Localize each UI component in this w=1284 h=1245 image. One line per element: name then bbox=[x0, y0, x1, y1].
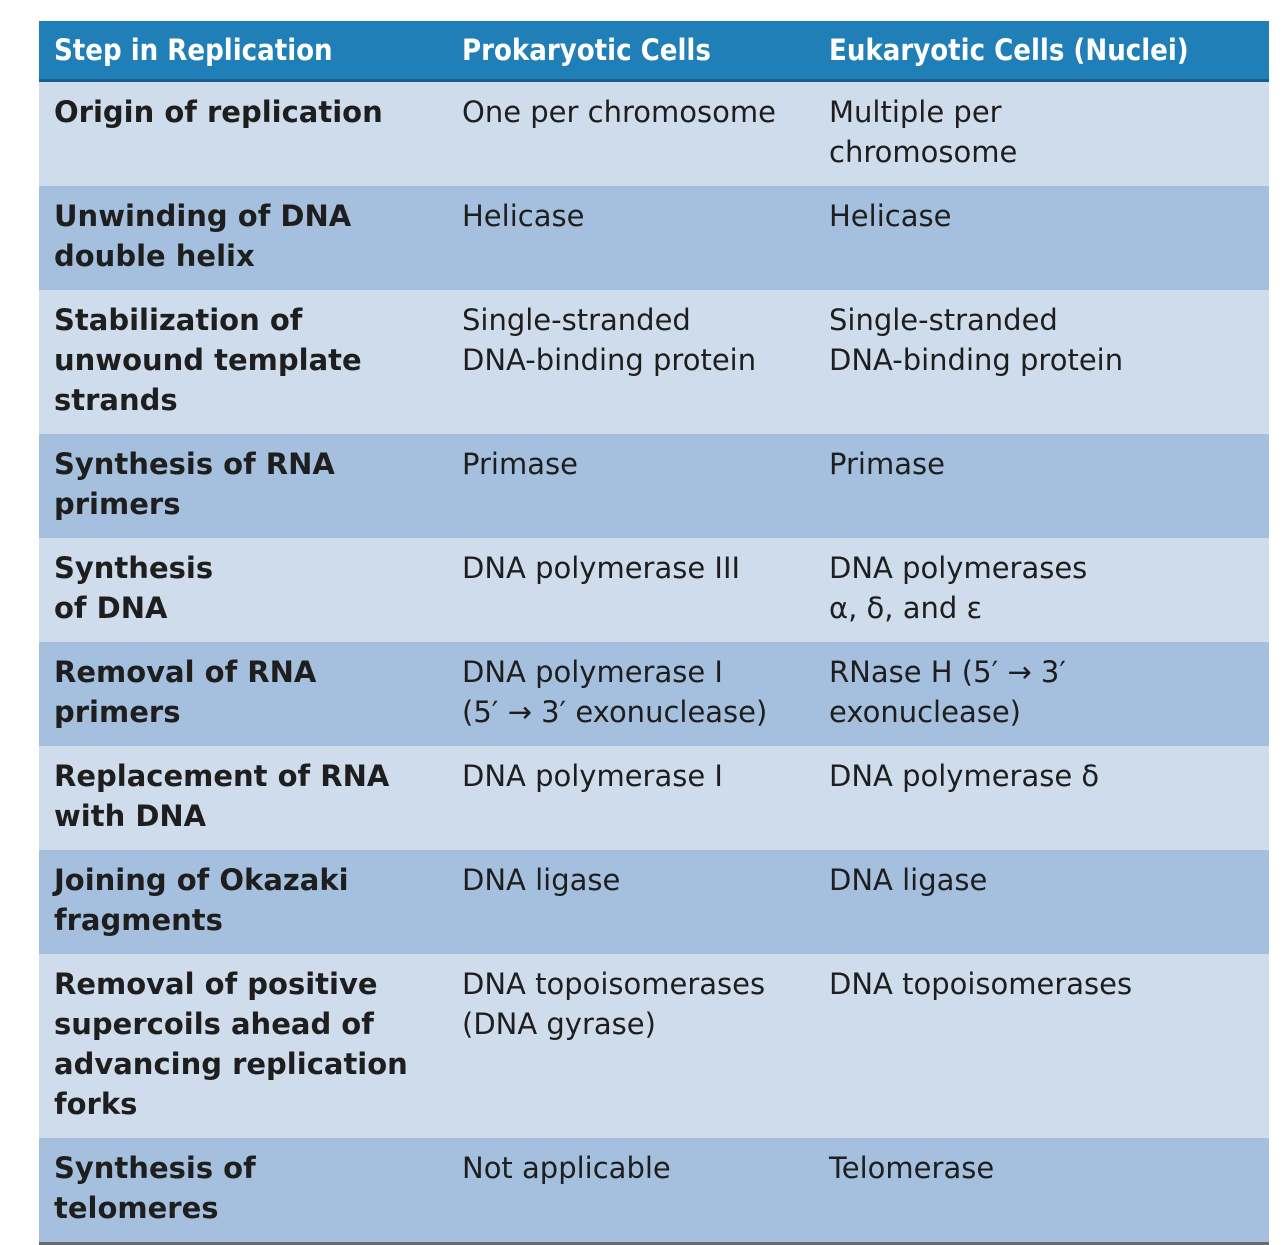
table-row: Stabilization of unwound template strand… bbox=[39, 290, 1269, 434]
table-row: Removal of positive supercoils ahead of … bbox=[39, 954, 1269, 1138]
step-cell: Synthesis of telomeres bbox=[39, 1138, 447, 1245]
step-cell: Synthesis of DNA bbox=[39, 538, 447, 642]
table-body: Origin of replication One per chromosome… bbox=[39, 80, 1269, 1245]
eukaryotic-cell: RNase H (5′ → 3′ exonuclease) bbox=[814, 642, 1269, 746]
eukaryotic-cell: DNA polymerase δ bbox=[814, 746, 1269, 850]
step-cell: Removal of positive supercoils ahead of … bbox=[39, 954, 447, 1138]
prokaryotic-cell: One per chromosome bbox=[447, 80, 814, 186]
prokaryotic-cell: Single-stranded DNA-binding protein bbox=[447, 290, 814, 434]
step-cell: Stabilization of unwound template strand… bbox=[39, 290, 447, 434]
eukaryotic-cell: DNA topoisomerases bbox=[814, 954, 1269, 1138]
prokaryotic-cell: DNA polymerase I (5′ → 3′ exonuclease) bbox=[447, 642, 814, 746]
header-prokaryotic: Prokaryotic Cells bbox=[447, 21, 814, 82]
table: Step in Replication Prokaryotic Cells Eu… bbox=[39, 21, 1269, 1245]
eukaryotic-cell: DNA polymerases α, δ, and ε bbox=[814, 538, 1269, 642]
prokaryotic-cell: Not applicable bbox=[447, 1138, 814, 1245]
table-row: Unwinding of DNA double helix Helicase H… bbox=[39, 186, 1269, 290]
header-step: Step in Replication bbox=[39, 21, 447, 82]
prokaryotic-cell: DNA topoisomerases (DNA gyrase) bbox=[447, 954, 814, 1138]
step-cell: Unwinding of DNA double helix bbox=[39, 186, 447, 290]
table-row: Joining of Okazaki fragments DNA ligase … bbox=[39, 850, 1269, 954]
eukaryotic-cell: Telomerase bbox=[814, 1138, 1269, 1245]
eukaryotic-cell: Multiple per chromosome bbox=[814, 80, 1269, 186]
step-cell: Joining of Okazaki fragments bbox=[39, 850, 447, 954]
header-row: Step in Replication Prokaryotic Cells Eu… bbox=[39, 21, 1269, 82]
eukaryotic-cell: DNA ligase bbox=[814, 850, 1269, 954]
table-row: Synthesis of RNA primers Primase Primase bbox=[39, 434, 1269, 538]
prokaryotic-cell: DNA ligase bbox=[447, 850, 814, 954]
table-row: Origin of replication One per chromosome… bbox=[39, 80, 1269, 186]
table-row: Synthesis of DNA DNA polymerase III DNA … bbox=[39, 538, 1269, 642]
table-row: Replacement of RNA with DNA DNA polymera… bbox=[39, 746, 1269, 850]
prokaryotic-cell: DNA polymerase III bbox=[447, 538, 814, 642]
prokaryotic-cell: Primase bbox=[447, 434, 814, 538]
eukaryotic-cell: Helicase bbox=[814, 186, 1269, 290]
eukaryotic-cell: Single-stranded DNA-binding protein bbox=[814, 290, 1269, 434]
step-cell: Origin of replication bbox=[39, 80, 447, 186]
table-row: Removal of RNA primers DNA polymerase I … bbox=[39, 642, 1269, 746]
step-cell: Replacement of RNA with DNA bbox=[39, 746, 447, 850]
table-header: Step in Replication Prokaryotic Cells Eu… bbox=[39, 21, 1269, 82]
step-cell: Removal of RNA primers bbox=[39, 642, 447, 746]
prokaryotic-cell: DNA polymerase I bbox=[447, 746, 814, 850]
table-row: Synthesis of telomeres Not applicable Te… bbox=[39, 1138, 1269, 1245]
replication-comparison-table: Step in Replication Prokaryotic Cells Eu… bbox=[39, 21, 1269, 1245]
eukaryotic-cell: Primase bbox=[814, 434, 1269, 538]
prokaryotic-cell: Helicase bbox=[447, 186, 814, 290]
header-eukaryotic: Eukaryotic Cells (Nuclei) bbox=[814, 21, 1269, 82]
step-cell: Synthesis of RNA primers bbox=[39, 434, 447, 538]
